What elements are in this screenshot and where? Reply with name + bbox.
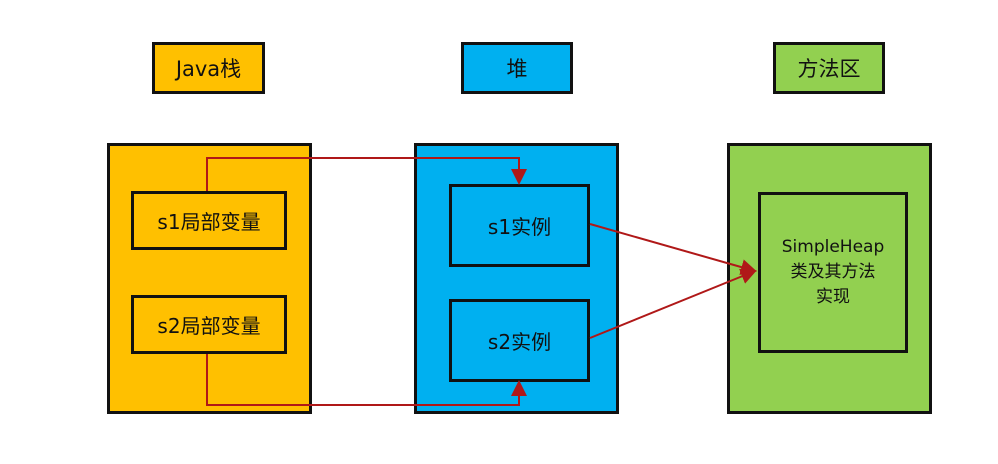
s1-local-variable: s1局部变量 bbox=[131, 191, 287, 250]
java-stack-header: Java栈 bbox=[152, 42, 265, 94]
s1-instance: s1实例 bbox=[449, 184, 590, 267]
s1-class-arrow bbox=[589, 223, 757, 275]
s1-local-variable-text: s1局部变量 bbox=[157, 210, 261, 234]
method-area-header-text: 方法区 bbox=[797, 57, 861, 81]
simpleheap-class: SimpleHeap 类及其方法 实现 bbox=[758, 192, 908, 353]
heap-header-text: 堆 bbox=[506, 57, 528, 81]
class-desc-text-2: 实现 bbox=[816, 287, 850, 307]
s2-instance-text: s2实例 bbox=[487, 330, 552, 354]
class-desc-text: 类及其方法 bbox=[790, 262, 876, 282]
s1-reference-arrow bbox=[206, 157, 527, 191]
s2-local-variable-text: s2局部变量 bbox=[157, 314, 261, 338]
method-area-header: 方法区 bbox=[773, 42, 885, 94]
s2-reference-arrow bbox=[206, 354, 527, 406]
s2-local-variable: s2局部变量 bbox=[131, 295, 287, 354]
s2-class-arrow bbox=[589, 268, 757, 339]
java-stack-region bbox=[107, 143, 312, 414]
s1-instance-text: s1实例 bbox=[487, 215, 552, 239]
heap-header: 堆 bbox=[461, 42, 573, 94]
java-stack-header-text: Java栈 bbox=[175, 57, 242, 81]
class-name-text: SimpleHeap bbox=[781, 237, 885, 257]
